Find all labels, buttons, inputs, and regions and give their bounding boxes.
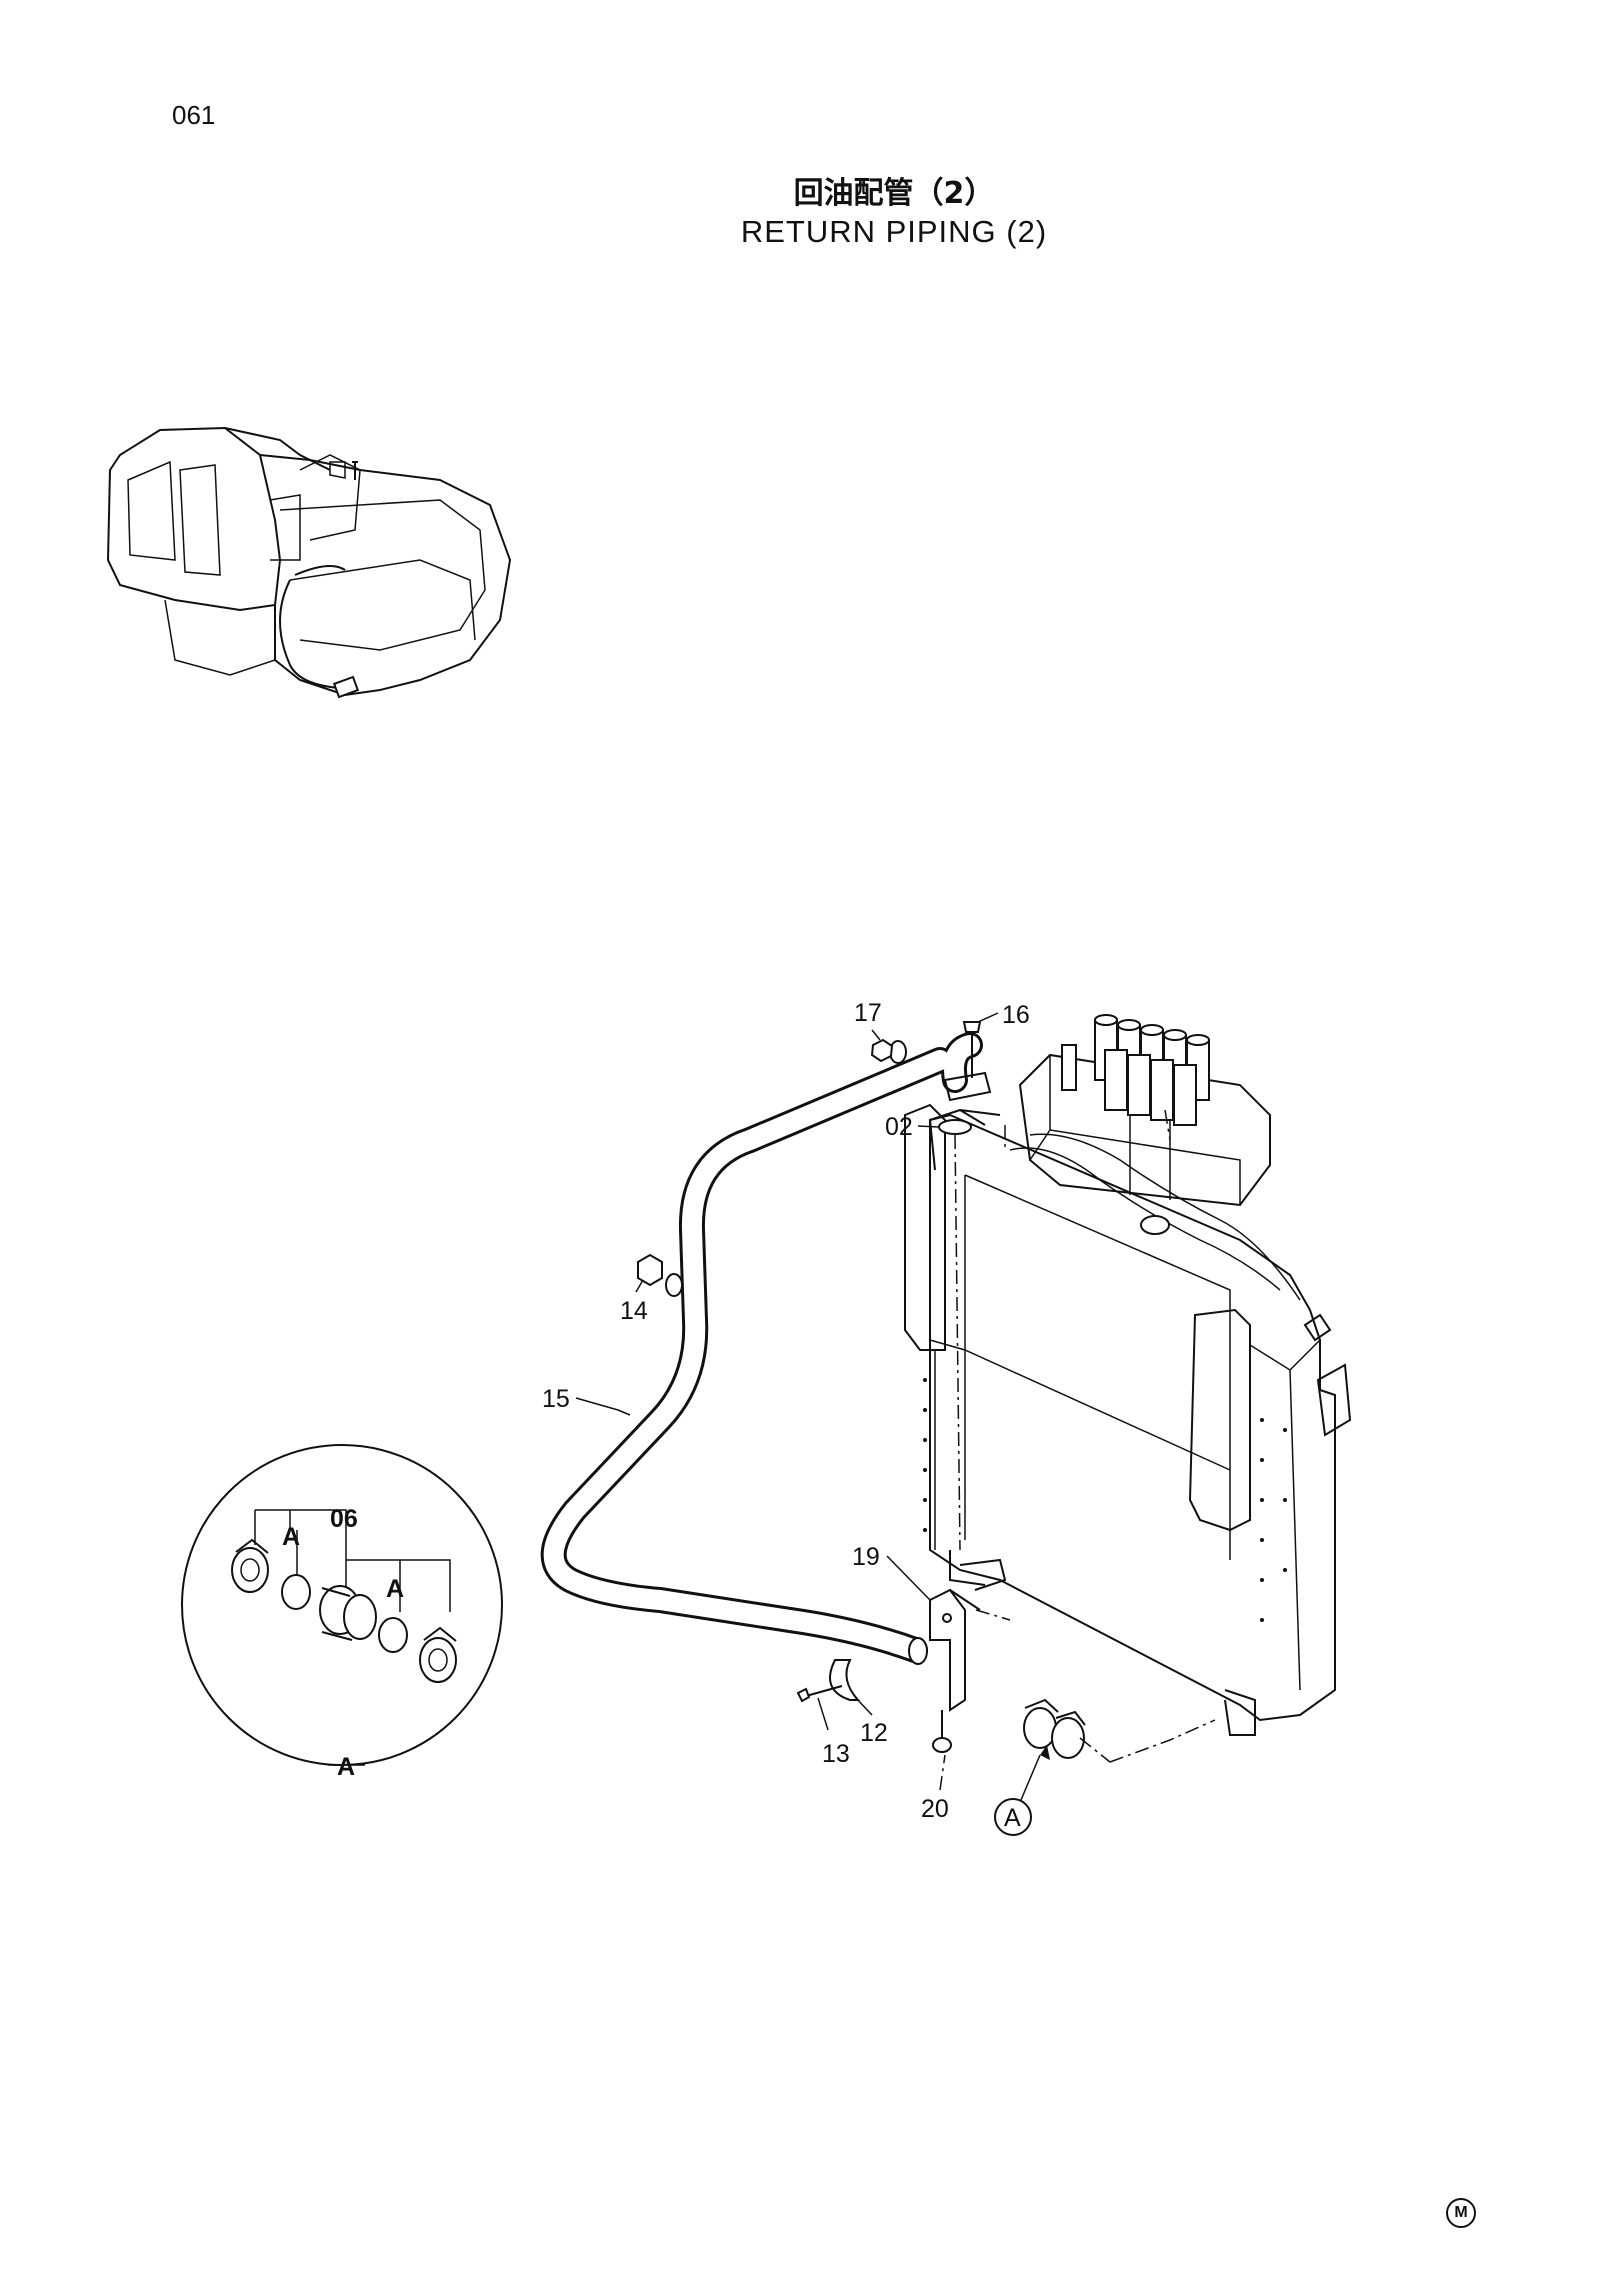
nut-14 [637, 1253, 683, 1297]
view-a-label: A [1004, 1804, 1021, 1832]
detail-a-label-bottom: A [337, 1753, 355, 1781]
page-title-english: RETURN PIPING (2) [740, 214, 1048, 249]
page-number: 061 [172, 100, 216, 130]
callout-16: 16 [1002, 1001, 1030, 1029]
callout-15: 15 [542, 1385, 570, 1413]
valve-spools [1061, 1014, 1210, 1126]
callout-02: 02 [885, 1113, 913, 1141]
bolt-16 [962, 1021, 982, 1078]
bolt-13 [796, 1685, 843, 1703]
callout-20: 20 [921, 1795, 949, 1823]
oil-cooler [904, 1103, 1352, 1736]
frame-rivets [923, 1378, 1287, 1622]
page-title-chinese: 回油配管（2） [793, 176, 995, 211]
leader-lines [575, 1012, 1216, 1801]
corner-mark: M [1446, 2198, 1476, 2228]
nut-17 [870, 1038, 894, 1063]
bracket-19 [929, 1588, 981, 1712]
detail-a-label-right: A [386, 1575, 404, 1603]
callout-12: 12 [860, 1719, 888, 1747]
callout-13: 13 [822, 1740, 850, 1768]
return-pipe [540, 1032, 983, 1665]
callout-14: 14 [620, 1297, 648, 1325]
detail-a-circle [181, 1444, 503, 1766]
callout-17: 17 [854, 999, 882, 1027]
clamp-12 [829, 1659, 861, 1701]
detail-a-label-left: A [282, 1523, 300, 1551]
callout-06: 06 [330, 1505, 358, 1533]
callout-19: 19 [852, 1543, 880, 1571]
view-a-arrow [1040, 1745, 1050, 1760]
view-a-circle [994, 1798, 1032, 1836]
hose-clamp-assembly [1023, 1698, 1086, 1759]
bolt-20 [932, 1710, 952, 1753]
excavator-locator-sketch [106, 426, 512, 699]
control-valve [1018, 1014, 1271, 1207]
